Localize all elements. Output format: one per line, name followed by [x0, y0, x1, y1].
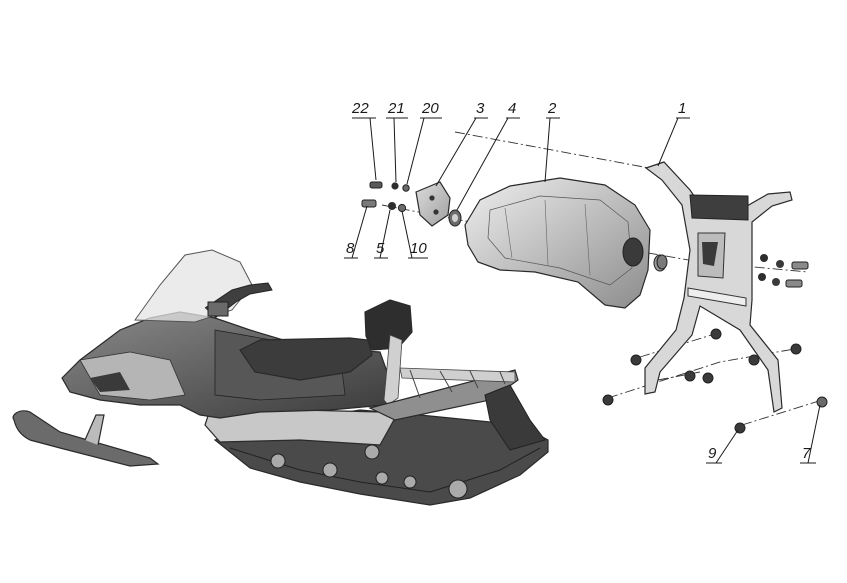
- callout-5: 5: [376, 240, 385, 257]
- callout-leaders: [344, 117, 821, 464]
- callout-2: 2: [547, 100, 557, 117]
- callout-3: 3: [476, 100, 485, 117]
- callout-22: 22: [351, 100, 369, 117]
- callout-7: 7: [802, 445, 811, 462]
- rear-rack: [368, 367, 546, 451]
- callout-1: 1: [678, 100, 686, 117]
- backrest-frame: [644, 161, 793, 413]
- ski: [12, 410, 160, 467]
- callout-labels: 22 21 20 3 4 2 1 8 5 10 9 7: [346, 100, 811, 462]
- callout-21: 21: [387, 100, 405, 117]
- snowmobile: [12, 249, 549, 506]
- installed-backrest: [364, 299, 413, 406]
- right-hardware: [602, 254, 828, 434]
- windshield: [134, 249, 253, 323]
- left-hardware: [361, 181, 410, 213]
- callout-8: 8: [346, 240, 355, 257]
- handlebars: [204, 282, 273, 319]
- callout-9: 9: [708, 445, 717, 462]
- backrest-cushion: [464, 177, 651, 309]
- callout-10: 10: [410, 240, 427, 257]
- grommet: [448, 209, 462, 227]
- mounting-plate: [415, 181, 451, 227]
- seat: [239, 337, 373, 381]
- callout-4: 4: [508, 100, 516, 117]
- callout-20: 20: [421, 100, 439, 117]
